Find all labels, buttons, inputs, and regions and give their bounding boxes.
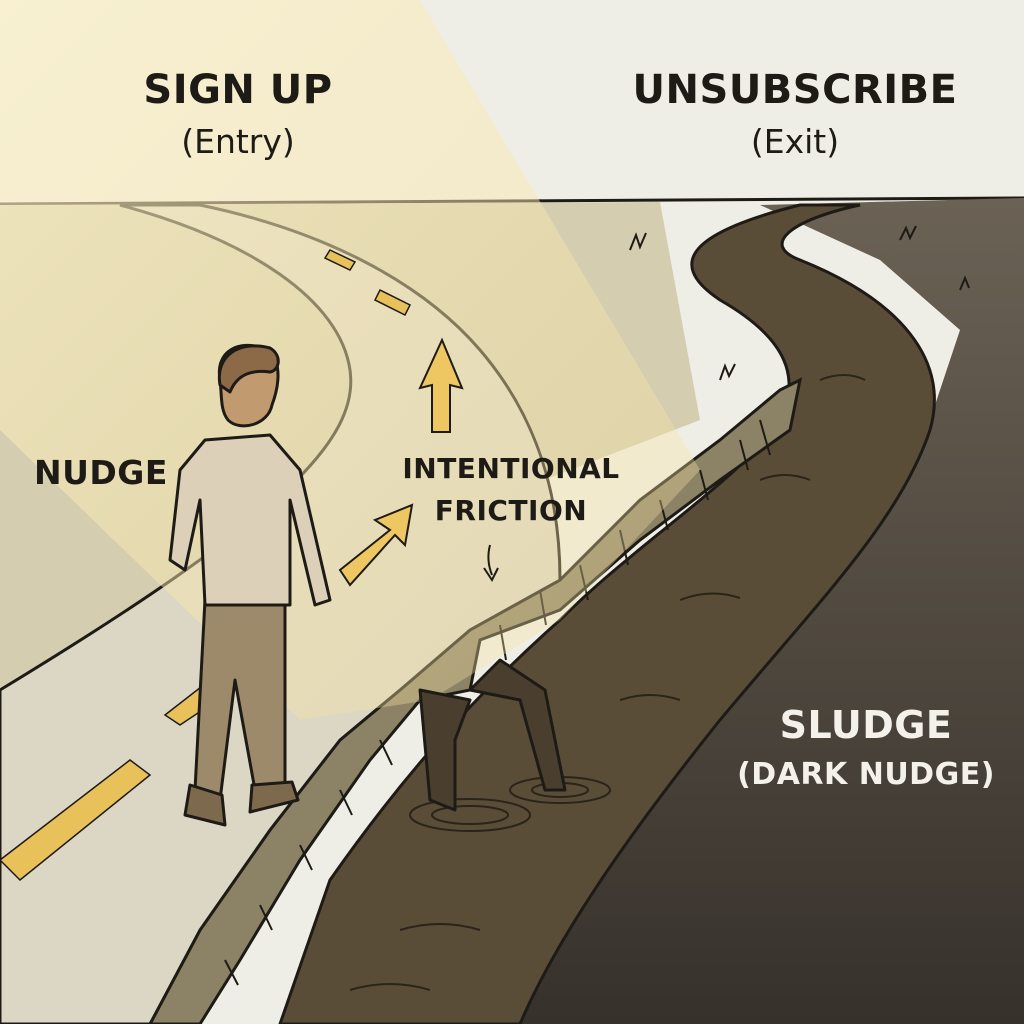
person-shoes	[183, 780, 300, 827]
sludge-subtitle: (DARK NUDGE)	[737, 757, 995, 792]
signup-subtitle: (Entry)	[181, 122, 295, 161]
grass-tufts	[629, 225, 970, 381]
person-torso	[168, 433, 332, 607]
person-hair	[217, 344, 280, 394]
arrow-up-icon	[338, 337, 464, 587]
friction-label-line1: INTENTIONAL	[402, 452, 620, 485]
sludge-title: SLUDGE	[779, 703, 953, 747]
unsubscribe-title: UNSUBSCRIBE	[632, 67, 958, 113]
sludge-channel	[278, 203, 936, 1024]
friction-label-line2: FRICTION	[434, 494, 588, 527]
arrow-down-icon	[483, 544, 499, 582]
walking-person	[168, 343, 332, 827]
nudge-label: NUDGE	[34, 453, 168, 492]
sinking-person	[418, 658, 567, 812]
unsubscribe-subtitle: (Exit)	[750, 122, 840, 161]
signup-title: SIGN UP	[143, 67, 333, 113]
